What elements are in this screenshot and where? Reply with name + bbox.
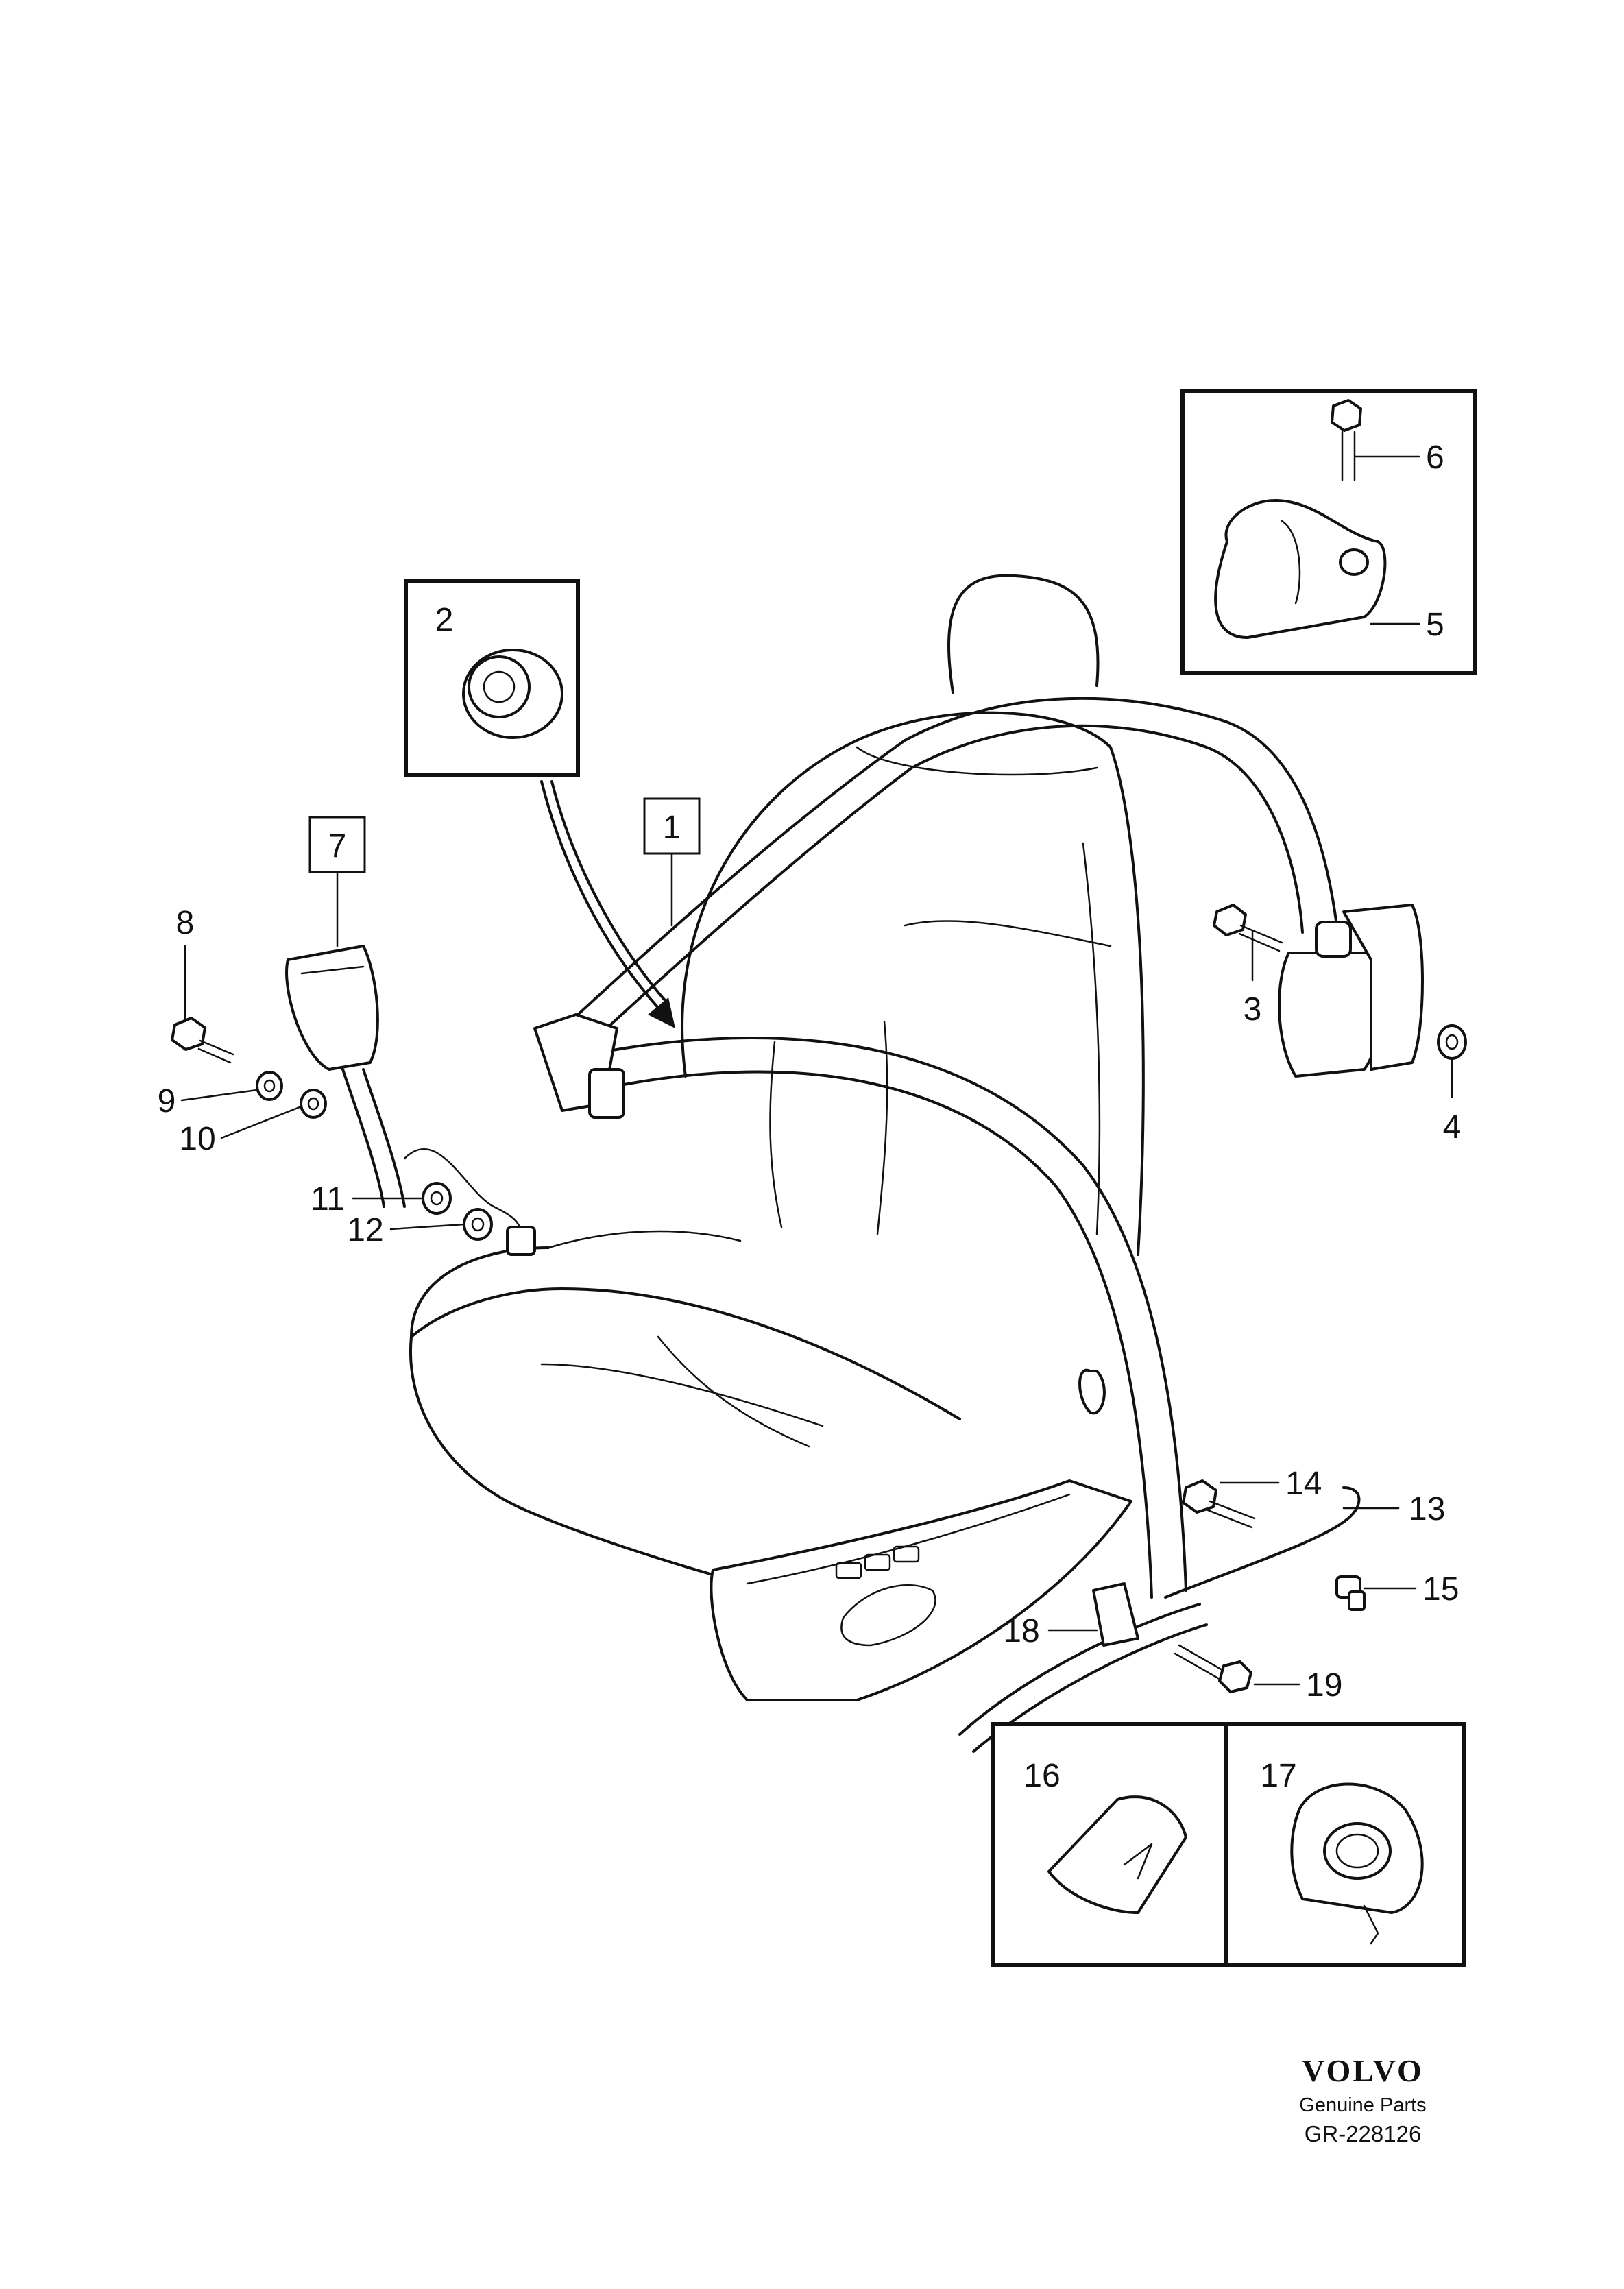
belt-retractor xyxy=(1278,904,1424,1078)
brand-logo: VOLVO xyxy=(1302,2053,1424,2088)
callout-17: 17 xyxy=(1260,1758,1296,1794)
washer-4 xyxy=(1437,1024,1467,1060)
callout-14: 14 xyxy=(1285,1466,1322,1502)
callout-box-7: 7 xyxy=(308,816,366,947)
bolt-3 xyxy=(1213,904,1283,952)
callout-5: 5 xyxy=(1426,607,1444,643)
brand-tagline: Genuine Parts xyxy=(1299,2094,1426,2116)
inset-box-16-17 xyxy=(991,1722,1466,1967)
buckle-assembly xyxy=(285,945,536,1256)
callout-19: 19 xyxy=(1306,1667,1342,1704)
callout-1: 1 xyxy=(663,810,681,846)
nut-15 xyxy=(1335,1575,1366,1611)
bolt-8 xyxy=(171,1017,234,1064)
callout-13: 13 xyxy=(1409,1491,1445,1527)
washer-9 xyxy=(256,1071,283,1101)
bolt-14 xyxy=(1182,1479,1256,1529)
callout-11: 11 xyxy=(311,1181,345,1218)
callout-7: 7 xyxy=(328,828,347,864)
callout-12: 12 xyxy=(347,1212,383,1248)
callout-16: 16 xyxy=(1023,1758,1060,1794)
inset-box-2 xyxy=(404,579,675,1028)
inset-box-5-6 xyxy=(1180,389,1477,675)
callout-18: 18 xyxy=(1003,1613,1039,1649)
callout-9: 9 xyxy=(158,1083,176,1119)
callout-4: 4 xyxy=(1443,1109,1462,1146)
bracket-18 xyxy=(1092,1582,1139,1647)
callout-box-1: 1 xyxy=(643,797,701,927)
washer-11 xyxy=(422,1182,452,1215)
seat-belt-assembly xyxy=(533,697,1361,1753)
callout-10: 10 xyxy=(179,1121,215,1157)
callout-8: 8 xyxy=(176,905,195,941)
washer-12 xyxy=(463,1208,493,1241)
callout-2: 2 xyxy=(435,602,454,638)
bolt-19 xyxy=(1174,1644,1252,1693)
seat-illustration xyxy=(409,574,1145,1701)
callout-3: 3 xyxy=(1244,991,1262,1028)
callout-6: 6 xyxy=(1426,439,1444,476)
diagram-reference: GR-228126 xyxy=(1305,2121,1422,2146)
callout-15: 15 xyxy=(1422,1571,1459,1608)
washer-10 xyxy=(300,1089,327,1119)
